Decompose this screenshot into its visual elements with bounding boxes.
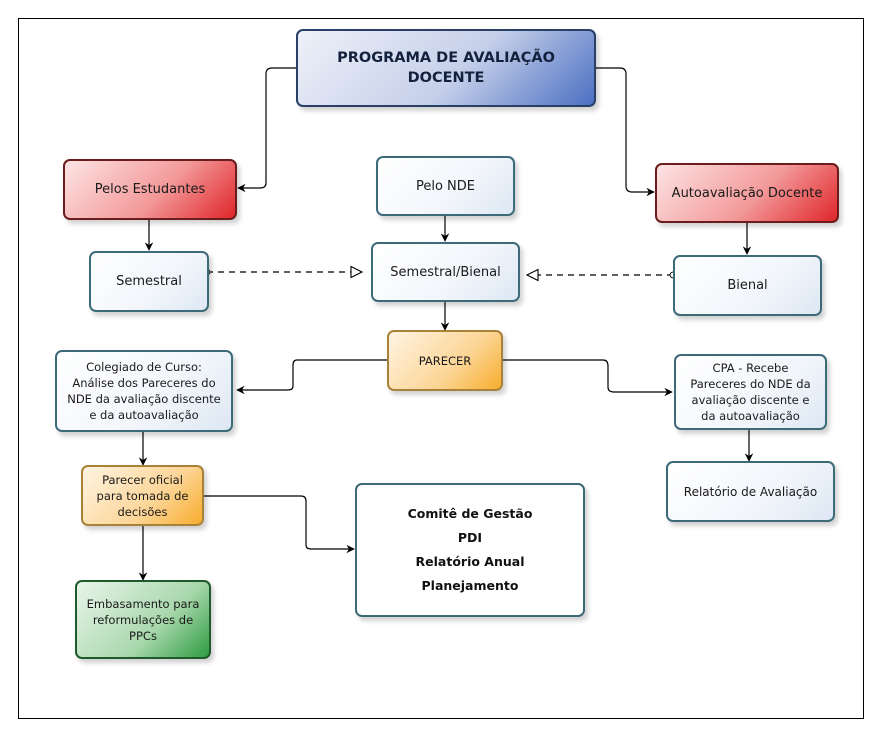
embasamento-node: Embasamento para reformulações de PPCs [75, 580, 211, 659]
pelos-estudantes-label: Pelos Estudantes [94, 182, 206, 197]
bienal-node: Bienal [673, 255, 822, 316]
bienal-label: Bienal [727, 278, 768, 293]
relatorio-avaliacao-label: Relatório de Avaliação [683, 484, 818, 499]
pelos-estudantes-node: Pelos Estudantes [63, 159, 237, 220]
autoavaliacao-docente-label: Autoavaliação Docente [671, 185, 823, 201]
autoavaliacao-docente-node: Autoavaliação Docente [655, 163, 839, 223]
parecer-node: PARECER [387, 330, 503, 391]
parecer-oficial-label: Parecer oficial para tomada de decisões [96, 472, 189, 519]
cpa-node: CPA - Recebe Pareceres do NDE da avaliaç… [674, 354, 827, 430]
program-title: PROGRAMA DE AVALIAÇÃO DOCENTE [337, 50, 555, 86]
embasamento-label: Embasamento para reformulações de PPCs [86, 596, 200, 643]
semestral-label: Semestral [116, 274, 182, 289]
parecer-oficial-node: Parecer oficial para tomada de decisões [81, 465, 204, 526]
program-title-node: PROGRAMA DE AVALIAÇÃO DOCENTE [296, 29, 596, 107]
colegiado-label: Colegiado de Curso: Análise dos Parecere… [67, 360, 221, 422]
pelo-nde-node: Pelo NDE [376, 156, 515, 216]
semestral-bienal-label: Semestral/Bienal [390, 264, 501, 280]
pelo-nde-label: Pelo NDE [415, 178, 476, 194]
semestral-node: Semestral [89, 251, 209, 312]
comite-label: Comitê de Gestão PDI Relatório Anual Pla… [407, 506, 533, 593]
parecer-label: PARECER [418, 353, 472, 368]
comite-node: Comitê de Gestão PDI Relatório Anual Pla… [355, 483, 585, 617]
relatorio-avaliacao-node: Relatório de Avaliação [666, 461, 835, 522]
cpa-label: CPA - Recebe Pareceres do NDE da avaliaç… [690, 361, 811, 423]
semestral-bienal-node: Semestral/Bienal [371, 242, 520, 302]
colegiado-node: Colegiado de Curso: Análise dos Parecere… [55, 350, 233, 432]
